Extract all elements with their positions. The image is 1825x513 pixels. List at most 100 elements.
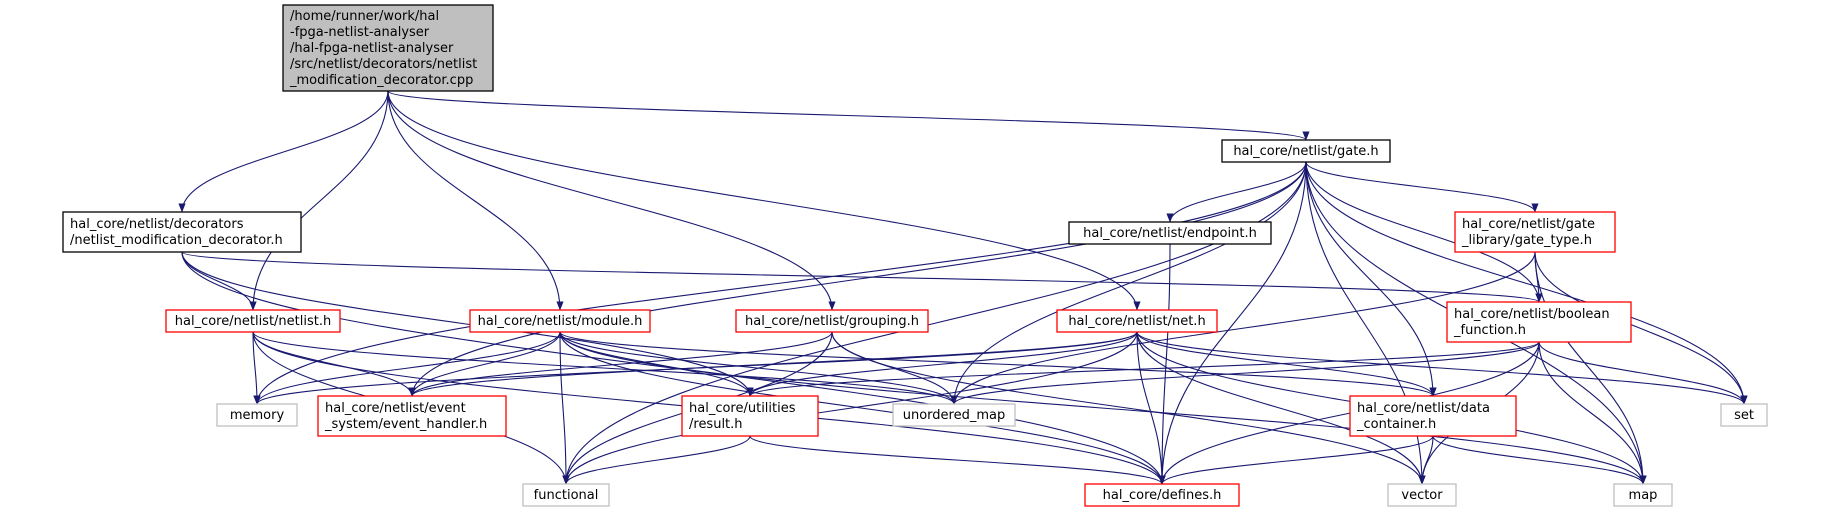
node-map-label: map [1629,488,1658,503]
node-root-label: /home/runner/work/hal-fpga-netlist-analy… [289,9,477,88]
node-result-label-line: hal_core/utilities [689,401,796,416]
node-map-label-line: map [1629,488,1658,503]
node-root-box [282,4,494,92]
edge-boolean_function-to-unordered_map [950,341,1540,405]
node-result[interactable]: hal_core/utilities/result.h [681,395,819,437]
node-data_container-label: hal_core/netlist/data_container.h [1356,401,1490,432]
node-result-label: hal_core/utilities/result.h [689,401,796,432]
edge-gate-to-endpoint [1166,161,1307,223]
node-gate-label-line: hal_core/netlist/gate.h [1233,144,1378,159]
node-decorator-label-line: hal_core/netlist/decorators [70,217,244,232]
edge-net-to-set [1136,331,1748,405]
node-root-label-line: /src/netlist/decorators/netlist [290,57,477,72]
edge-root-to-gate [387,90,1310,141]
edge-root-to-grouping [387,90,836,311]
edge-root-to-module [387,90,564,311]
node-net-label-line: hal_core/netlist/net.h [1068,314,1205,329]
node-vector-box [1387,483,1457,507]
node-endpoint[interactable]: hal_core/netlist/endpoint.h [1068,221,1272,245]
edge-boolean_function-to-map [1538,341,1647,485]
edge-decorator-to-result [181,251,754,397]
node-gate[interactable]: hal_core/netlist/gate.h [1221,139,1391,163]
nodes-layer: /home/runner/work/hal-fpga-netlist-analy… [62,4,1768,507]
node-net[interactable]: hal_core/netlist/net.h [1056,309,1218,333]
node-result-label-line: /result.h [689,417,743,432]
node-decorator-box [62,211,302,253]
node-map-box [1613,483,1673,507]
node-grouping-label: hal_core/netlist/grouping.h [745,314,919,329]
edge-module-to-map [559,331,1647,485]
node-unordered_map-label-line: unordered_map [903,408,1006,423]
node-vector-label-line: vector [1401,488,1443,503]
edge-gate-to-event_handler [408,161,1307,397]
node-map[interactable]: map [1613,483,1673,507]
edge-module-to-functional [559,331,570,485]
node-vector-label: vector [1401,488,1443,503]
edge-gate-to-set [1305,161,1748,405]
node-functional-box [522,483,610,507]
node-memory-label-line: memory [230,408,285,423]
node-root[interactable]: /home/runner/work/hal-fpga-netlist-analy… [282,4,494,92]
edge-gate-to-data_container [1305,161,1437,397]
edge-root-to-decorator [178,90,389,213]
node-boolean_function-label-line: _function.h [1453,323,1526,338]
edge-result-to-functional [562,435,751,485]
edge-endpoint-to-defines [1158,243,1171,485]
edge-gate-to-boolean_function [1305,161,1543,303]
node-gate_type[interactable]: hal_core/netlist/gate_library/gate_type.… [1454,211,1616,253]
edge-result-to-defines [749,435,1166,485]
edge-module-to-memory [253,331,561,405]
node-data_container-label-line: hal_core/netlist/data [1357,401,1490,416]
node-defines-label: hal_core/defines.h [1103,488,1222,503]
node-gate_type-box [1454,211,1616,253]
node-endpoint-label: hal_core/netlist/endpoint.h [1083,226,1257,241]
node-set-label: set [1734,408,1754,423]
node-grouping-label-line: hal_core/netlist/grouping.h [745,314,919,329]
node-data_container-label-line: _container.h [1356,417,1436,432]
node-data_container[interactable]: hal_core/netlist/data_container.h [1349,395,1517,437]
node-functional-label: functional [534,488,599,503]
edge-boolean_function-to-result [746,341,1540,397]
node-defines-label-line: hal_core/defines.h [1103,488,1222,503]
node-gate_type-label-line: hal_core/netlist/gate [1462,217,1595,232]
node-unordered_map[interactable]: unordered_map [892,403,1016,427]
node-root-label-line: _modification_decorator.cpp [289,73,473,88]
edge-gate_type-to-map [1534,251,1647,485]
node-defines[interactable]: hal_core/defines.h [1084,483,1240,507]
node-event_handler-label-line: hal_core/netlist/event [325,401,466,416]
node-set[interactable]: set [1720,403,1768,427]
node-gate_type-label-line: _library/gate_type.h [1461,233,1592,248]
node-data_container-box [1349,395,1517,437]
node-decorator[interactable]: hal_core/netlist/decorators/netlist_modi… [62,211,302,253]
edge-data_container-to-vector [1418,435,1434,485]
node-memory-box [216,403,298,427]
node-endpoint-label-line: hal_core/netlist/endpoint.h [1083,226,1257,241]
edge-data_container-to-defines [1158,435,1434,485]
node-memory-label: memory [230,408,285,423]
node-netlist-label: hal_core/netlist/netlist.h [175,314,331,329]
node-grouping[interactable]: hal_core/netlist/grouping.h [735,309,929,333]
edge-boolean_function-to-set [1538,341,1748,405]
node-memory[interactable]: memory [216,403,298,427]
edge-gate_type-to-set [1534,251,1748,405]
node-net-box [1056,309,1218,333]
node-boolean_function-label: hal_core/netlist/boolean_function.h [1453,307,1610,338]
node-vector[interactable]: vector [1387,483,1457,507]
node-functional-label-line: functional [534,488,599,503]
node-functional[interactable]: functional [522,483,610,507]
edge-net-to-result [746,331,1138,397]
edge-grouping-to-vector [831,331,1426,485]
node-module[interactable]: hal_core/netlist/module.h [469,309,651,333]
edge-gate-to-defines [1158,161,1307,485]
node-netlist[interactable]: hal_core/netlist/netlist.h [165,309,341,333]
node-defines-box [1084,483,1240,507]
edge-decorator-to-boolean_function [181,251,1543,303]
node-module-label-line: hal_core/netlist/module.h [478,314,643,329]
node-event_handler[interactable]: hal_core/netlist/event_system/event_hand… [317,395,507,437]
node-decorator-label-line: /netlist_modification_decorator.h [70,233,283,248]
node-boolean_function[interactable]: hal_core/netlist/boolean_function.h [1446,301,1632,343]
edge-decorator-to-defines [181,251,1166,485]
edge-data_container-to-map [1432,435,1647,485]
